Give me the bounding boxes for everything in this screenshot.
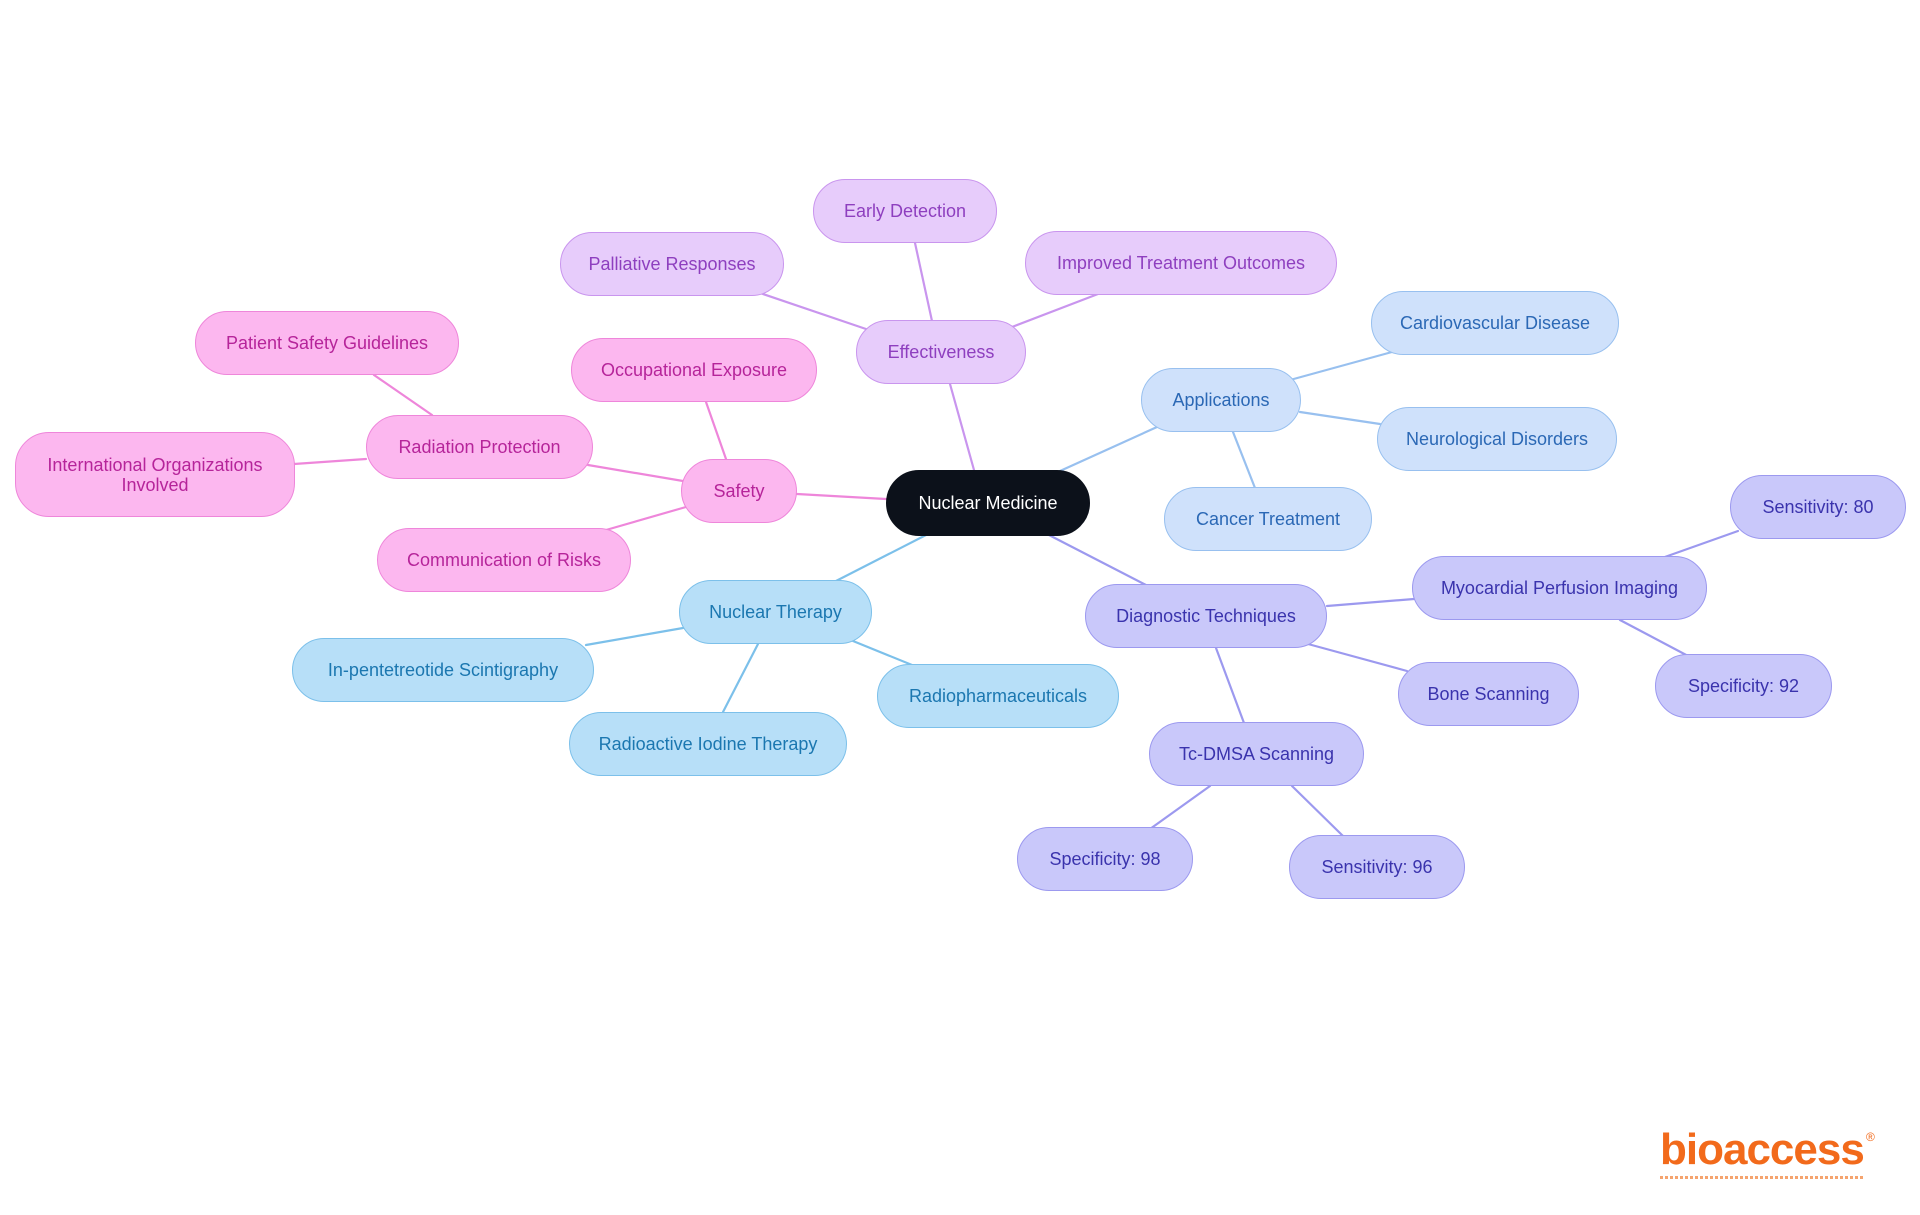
node-early-detection: Early Detection <box>813 179 997 243</box>
node-cancer-treatment: Cancer Treatment <box>1164 487 1372 551</box>
edge-tc-dmsa-sensitivity <box>1290 784 1345 838</box>
edge-diagnostic-myocardial <box>1325 597 1416 608</box>
node-myocardial-perfusion-imaging: Myocardial Perfusion Imaging <box>1412 556 1707 620</box>
node-mpi-specificity: Specificity: 92 <box>1655 654 1832 718</box>
edge-root-safety <box>795 492 888 501</box>
edge-root-nuclear-therapy <box>834 532 930 583</box>
node-applications: Applications <box>1141 368 1301 432</box>
edge-safety-occupational <box>704 400 728 461</box>
node-palliative-responses: Palliative Responses <box>560 232 784 296</box>
edge-tc-dmsa-specificity <box>1148 784 1212 831</box>
edge-applications-cardiovascular <box>1288 350 1394 382</box>
logo-tagline-decoration <box>1660 1176 1864 1179</box>
node-patient-safety-guidelines: Patient Safety Guidelines <box>195 311 459 375</box>
edge-effectiveness-early-detection <box>913 241 934 323</box>
edge-myocardial-specificity <box>1618 618 1692 659</box>
edge-root-effectiveness <box>948 382 976 472</box>
node-diagnostic-techniques: Diagnostic Techniques <box>1085 584 1327 648</box>
edge-root-diagnostic <box>1045 532 1148 587</box>
node-tc-dmsa-scanning: Tc-DMSA Scanning <box>1149 722 1364 786</box>
node-nuclear-therapy: Nuclear Therapy <box>679 580 872 644</box>
edge-therapy-radioactive-iodine <box>721 642 760 714</box>
node-nuclear-medicine: Nuclear Medicine <box>886 470 1090 536</box>
node-international-organizations: International Organizations Involved <box>15 432 295 517</box>
edge-root-applications <box>1058 425 1159 473</box>
node-effectiveness: Effectiveness <box>856 320 1026 384</box>
edge-radiation-patient-guidelines <box>372 373 434 417</box>
node-safety: Safety <box>681 459 797 523</box>
edge-safety-communication <box>604 505 688 532</box>
edge-applications-cancer <box>1231 430 1257 490</box>
node-in-pentetreotide-scintigraphy: In-pentetreotide Scintigraphy <box>292 638 594 702</box>
edge-diagnostic-bone-scanning <box>1306 642 1409 673</box>
node-neurological-disorders: Neurological Disorders <box>1377 407 1617 471</box>
edge-therapy-in-pentetreotide <box>584 626 685 647</box>
edge-radiation-international <box>292 457 368 466</box>
node-radiopharmaceuticals: Radiopharmaceuticals <box>877 664 1119 728</box>
node-bone-scanning: Bone Scanning <box>1398 662 1579 726</box>
bioaccess-logo: bioaccess ® <box>1660 1128 1875 1184</box>
node-improved-treatment-outcomes: Improved Treatment Outcomes <box>1025 231 1337 295</box>
edge-effectiveness-palliative <box>758 291 868 331</box>
node-radiation-protection: Radiation Protection <box>366 415 593 479</box>
edge-applications-neurological <box>1298 410 1382 426</box>
node-communication-of-risks: Communication of Risks <box>377 528 631 592</box>
edge-diagnostic-tc-dmsa <box>1214 646 1246 725</box>
logo-wordmark: bioaccess <box>1660 1125 1865 1174</box>
edge-safety-radiation <box>586 463 685 483</box>
edge-therapy-radiopharmaceuticals <box>851 639 919 669</box>
node-occupational-exposure: Occupational Exposure <box>571 338 817 402</box>
node-radioactive-iodine-therapy: Radioactive Iodine Therapy <box>569 712 847 776</box>
node-mpi-sensitivity: Sensitivity: 80 <box>1730 475 1906 539</box>
edge-myocardial-sensitivity <box>1660 529 1740 560</box>
registered-mark-icon: ® <box>1866 1130 1875 1144</box>
node-dmsa-specificity: Specificity: 98 <box>1017 827 1193 891</box>
edge-effectiveness-improved <box>1010 292 1100 329</box>
node-dmsa-sensitivity: Sensitivity: 96 <box>1289 835 1465 899</box>
node-cardiovascular-disease: Cardiovascular Disease <box>1371 291 1619 355</box>
